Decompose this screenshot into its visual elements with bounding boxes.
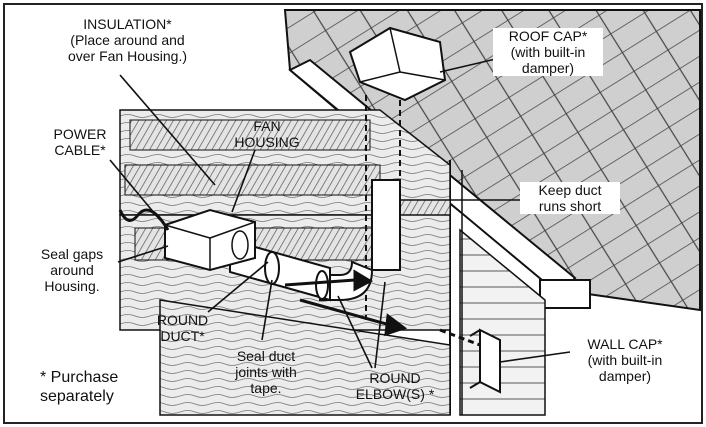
leader-round-duct — [207, 261, 269, 313]
label-round-duct: ROUND DUCT* — [156, 312, 209, 344]
label-roof-cap: ROOF CAP* (with built-in damper) — [493, 28, 603, 76]
leader-seal-gaps — [117, 245, 169, 263]
gutter — [539, 279, 591, 309]
label-seal-joints: Seal duct joints with tape. — [235, 348, 297, 396]
leader-insulation — [119, 74, 216, 186]
duct-joint — [264, 251, 280, 285]
label-round-elbow: ROUND ELBOW(S) * — [355, 370, 435, 402]
wall-cap-shape — [469, 328, 501, 394]
purchase-separately-note: * Purchase separately — [40, 369, 119, 405]
leader-roof-cap — [439, 57, 501, 73]
label-seal-gaps: Seal gaps around Housing. — [40, 246, 104, 294]
fan-housing-shape — [164, 208, 256, 272]
leader-wall-cap — [499, 351, 571, 363]
airflow-arrows — [284, 269, 481, 347]
frame-border — [3, 3, 703, 424]
vertical-duct — [371, 179, 401, 271]
leader-lines — [109, 57, 571, 369]
leader-elbow-1 — [337, 295, 373, 369]
leader-power-cable — [109, 159, 161, 221]
leader-fan-housing — [231, 149, 256, 213]
label-fan-housing: FAN HOUSING — [234, 118, 300, 150]
roof-cap-shape — [348, 26, 447, 102]
label-insulation: INSULATION* (Place around and over Fan H… — [67, 16, 188, 64]
label-keep-duct: Keep duct runs short — [520, 182, 620, 214]
label-power-cable: POWER CABLE* — [53, 126, 107, 158]
label-wall-cap: WALL CAP* (with built-in damper) — [570, 336, 680, 384]
leader-seal-joints — [261, 279, 273, 341]
leader-elbow-2 — [374, 281, 386, 369]
duct-joint-2 — [315, 270, 329, 300]
